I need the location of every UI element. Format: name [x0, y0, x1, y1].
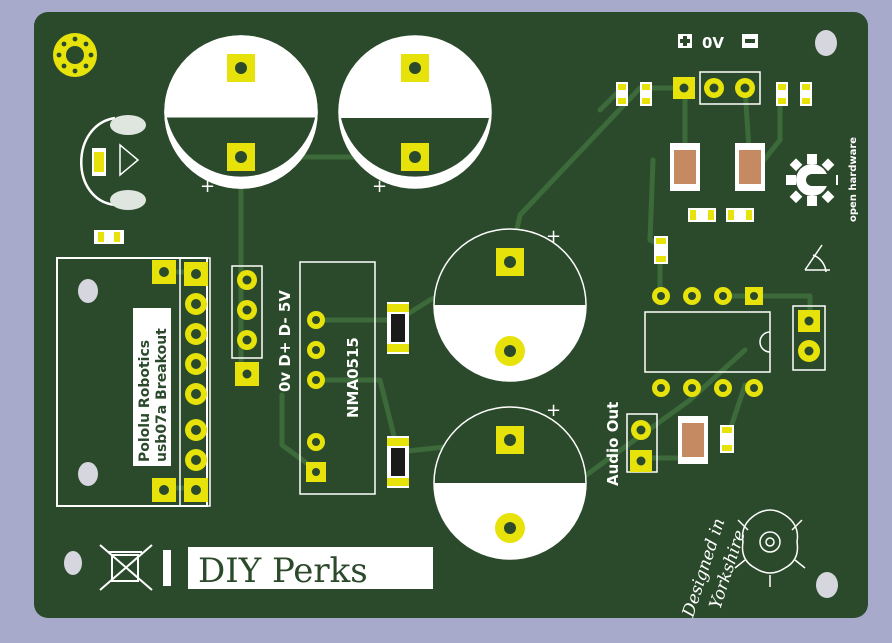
- usb-pin-header: 0v D+ D- 5V: [231, 265, 294, 392]
- open-hardware-label: open hardware: [848, 137, 859, 222]
- diy-perks-logo: DIY Perks: [188, 547, 433, 591]
- open-hardware-gear-icon: [786, 154, 838, 206]
- smd-passives: [616, 82, 812, 464]
- led-indicator: [80, 115, 146, 244]
- weee-bin-icon: [99, 544, 153, 591]
- pololu-label-line2: usb07a Breakout: [154, 328, 170, 462]
- dip8-opamp: [644, 287, 771, 397]
- logo-text: DIY Perks: [198, 551, 368, 591]
- angle-symbol-icon: [804, 244, 830, 273]
- audio-out-label: Audio Out: [604, 402, 622, 486]
- pololu-label-line1: Pololu Robotics: [137, 340, 153, 462]
- pololu-usb-breakout: Pololu Robotics usb07a Breakout: [56, 257, 211, 507]
- power-0v-label: 0V: [702, 34, 724, 52]
- tht-pads: [227, 54, 525, 543]
- nma0515-converter: NMA0515: [299, 261, 376, 495]
- converter-label: NMA0515: [344, 337, 362, 418]
- svg-text:+: +: [546, 226, 561, 247]
- svg-text:+: +: [546, 400, 561, 421]
- mounting-holes: [53, 30, 838, 598]
- yorkshire-rose-icon: [734, 509, 806, 587]
- separator-bar: [163, 550, 171, 586]
- audio-out-header: Audio Out: [604, 402, 658, 486]
- svg-text:+: +: [200, 176, 215, 197]
- smd-inductors: [387, 302, 409, 488]
- power-header: 0V: [673, 34, 761, 105]
- right-2pin-header: [792, 305, 826, 371]
- svg-text:+: +: [372, 176, 387, 197]
- usb-pin-labels: 0v D+ D- 5V: [276, 290, 294, 392]
